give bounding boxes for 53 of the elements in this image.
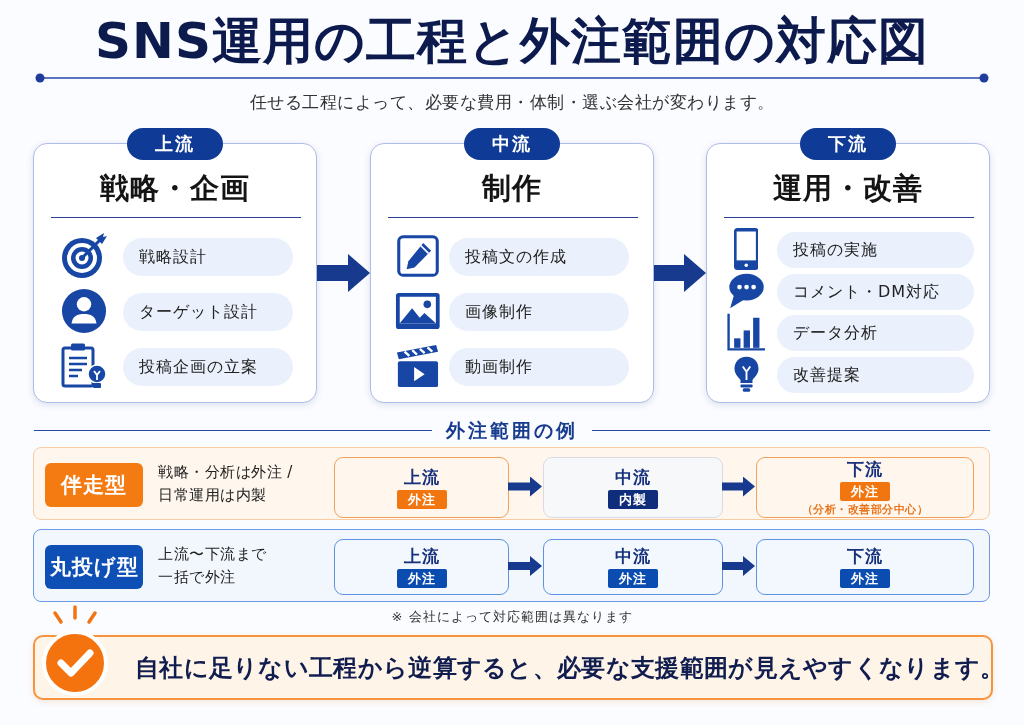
stage-box — [756, 457, 974, 518]
subtitle: 任せる工程によって、必要な費用・体制・選ぶ会社が変わります。 — [249, 91, 775, 114]
task-item: 投稿の実施 — [777, 232, 974, 268]
tip-message: 自社に足りない工程から逆算すると、必要な支援範囲が見えやすくなります。 — [135, 652, 1005, 684]
stage-name: 上流 — [403, 466, 440, 488]
task-item: データ分析 — [777, 315, 974, 351]
stage-badge: 上流 — [127, 128, 223, 160]
title: SNS運用の工程と外注範囲の対応図 — [95, 11, 929, 72]
stage-box — [543, 539, 723, 595]
status-tag: 内製 — [608, 489, 658, 509]
arrow — [508, 556, 542, 576]
task-item: 投稿文の作成 — [449, 238, 629, 276]
task-item: コメント・DM対応 — [777, 274, 974, 310]
stage-badge: 下流 — [800, 128, 896, 160]
status-tag: 外注 — [840, 569, 890, 588]
panel-heading: 制作 — [482, 170, 542, 206]
tip-banner — [33, 635, 993, 700]
stage-name: 下流 — [847, 546, 883, 567]
task-item: 改善提案 — [777, 357, 974, 393]
task-item: 画像制作 — [449, 293, 629, 331]
stage-name: 上流 — [403, 546, 440, 567]
type-badge: 伴走型 — [45, 463, 143, 507]
stage-box — [334, 539, 509, 595]
type-badge: 丸投げ型 — [45, 545, 143, 589]
stage-name: 中流 — [615, 466, 651, 488]
panel-heading: 運用・改善 — [773, 170, 923, 206]
arrow — [722, 476, 755, 497]
task-item: 投稿企画の立案 — [123, 348, 293, 386]
status-tag: 外注 — [396, 569, 447, 588]
status-tag: 外注 — [396, 489, 447, 509]
status-tag: 外注 — [840, 482, 890, 501]
section-heading: 外注範囲の例 — [446, 418, 578, 443]
task-item: ターゲット設計 — [123, 293, 293, 331]
stage-badge: 中流 — [464, 128, 560, 160]
scope-note: （分析・改善部分中心） — [801, 503, 929, 516]
arrow — [722, 556, 755, 576]
panel-heading: 戦略・企画 — [100, 170, 250, 206]
task-item: 動画制作 — [449, 348, 629, 386]
row-description: 上流〜下流まで一括で外注 — [158, 544, 268, 588]
footnote: ※ 会社によって対応範囲は異なります — [391, 608, 633, 626]
example-row — [33, 529, 990, 602]
stage-name: 下流 — [847, 459, 883, 480]
stage-box — [543, 457, 723, 518]
row-description: 戦略・分析は外注 /日常運用は内製 — [158, 462, 294, 506]
arrow — [654, 254, 706, 292]
stage-name: 中流 — [615, 546, 651, 567]
arrow — [508, 476, 542, 497]
status-tag: 外注 — [608, 569, 658, 588]
stage-box — [334, 457, 509, 518]
stage-box — [756, 539, 974, 595]
arrow — [317, 254, 370, 292]
example-row — [33, 447, 990, 520]
task-item: 戦略設計 — [123, 238, 293, 276]
